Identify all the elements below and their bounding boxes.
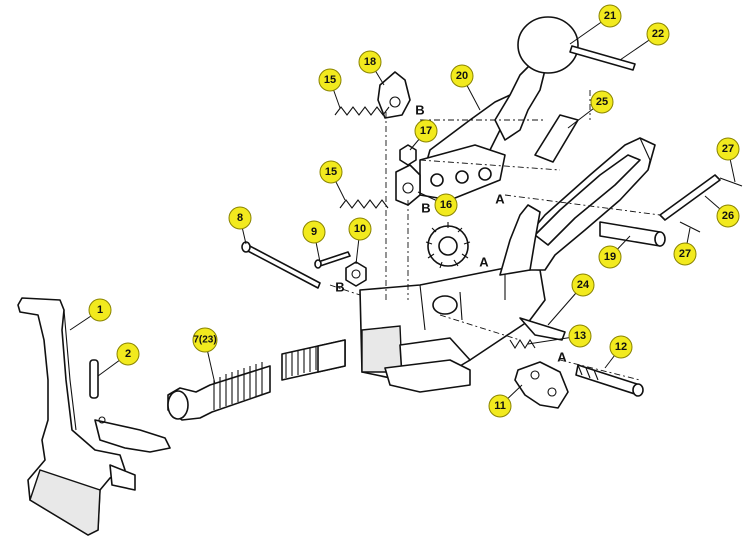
plate-part — [534, 114, 579, 163]
pawl-lower-part — [395, 164, 421, 206]
handle-pin-part — [569, 45, 636, 71]
pedal-lever-part — [17, 297, 171, 536]
callout-label: 22 — [652, 28, 664, 40]
bolt-part — [314, 251, 351, 269]
callout-label: 17 — [420, 125, 432, 137]
callout-marker: 8 — [228, 206, 252, 230]
spring-upper-part — [334, 106, 390, 116]
callouts: 1 2 7(23) 8 9 10 11 12 13 15 15 — [88, 4, 740, 418]
callout-marker: 15 — [318, 68, 342, 92]
callout-marker: 22 — [646, 22, 670, 46]
callout-label: 7(23) — [193, 335, 216, 346]
callout-label: 8 — [237, 212, 243, 224]
callout-label: 13 — [574, 330, 586, 342]
callout-marker: 11 — [488, 394, 512, 418]
callout-marker: 25 — [590, 90, 614, 114]
letter-marker: B — [421, 201, 430, 216]
nut-part — [345, 261, 367, 287]
callout-marker: 2 — [116, 342, 140, 366]
callout-label: 21 — [604, 10, 616, 22]
callout-label: 19 — [604, 251, 616, 263]
pivot-pin-part — [599, 221, 666, 247]
letter-marker: A — [479, 255, 489, 270]
callout-label: 1 — [97, 304, 103, 316]
callout-label: 26 — [722, 210, 734, 222]
long-pin-part — [241, 241, 321, 289]
cam-part — [514, 361, 569, 409]
callout-label: 11 — [494, 400, 506, 412]
callout-label: 2 — [125, 348, 131, 360]
callout-marker: 24 — [571, 273, 595, 297]
handle-knob-part — [494, 16, 579, 141]
callout-marker: 16 — [434, 193, 458, 217]
callout-label: 15 — [325, 166, 337, 178]
callout-marker: 27 — [673, 242, 697, 266]
callout-marker: 21 — [598, 4, 622, 28]
rack-bar-part — [167, 339, 346, 421]
callout-marker: 12 — [609, 335, 633, 359]
callout-label: 16 — [440, 199, 452, 211]
shim-plate-part — [659, 174, 743, 233]
main-housing-part — [359, 267, 546, 393]
letter-marker: B — [415, 103, 424, 118]
callout-marker: 9 — [302, 220, 326, 244]
wedge-part — [519, 317, 566, 341]
assembly-lines — [329, 90, 661, 381]
callout-marker: 26 — [716, 204, 740, 228]
spring-lower-part — [339, 199, 389, 209]
small-nut-part — [399, 144, 417, 166]
callout-label: 27 — [722, 143, 734, 155]
callout-marker: 19 — [598, 245, 622, 269]
callout-marker: 13 — [568, 324, 592, 348]
callout-marker: 15 — [319, 160, 343, 184]
return-spring-part — [509, 338, 536, 350]
callout-marker: 17 — [414, 119, 438, 143]
axle-pin-part — [575, 364, 644, 397]
letter-marker: B — [335, 280, 344, 295]
letter-markers: B B B A A A — [335, 103, 567, 365]
callout-label: 27 — [679, 248, 691, 260]
callout-marker: 10 — [348, 217, 372, 241]
callout-label: 20 — [456, 70, 468, 82]
callout-marker: 7(23) — [192, 327, 218, 353]
pinion-gear-part — [425, 222, 471, 269]
callout-marker: 27 — [716, 137, 740, 161]
callout-label: 24 — [577, 279, 590, 291]
letter-marker: A — [495, 192, 505, 207]
letter-marker: A — [557, 350, 567, 365]
roll-pin-part — [89, 359, 106, 424]
callout-marker: 18 — [358, 50, 382, 74]
callout-label: 9 — [311, 226, 317, 238]
callout-label: 12 — [615, 341, 627, 353]
pawl-upper-part — [377, 71, 411, 119]
callout-label: 15 — [324, 74, 336, 86]
callout-marker: 1 — [88, 298, 112, 322]
callout-label: 18 — [364, 56, 376, 68]
callout-marker: 20 — [450, 64, 474, 88]
frame-arm-part — [499, 137, 656, 276]
callout-label: 10 — [354, 223, 366, 235]
callout-label: 25 — [596, 96, 608, 108]
